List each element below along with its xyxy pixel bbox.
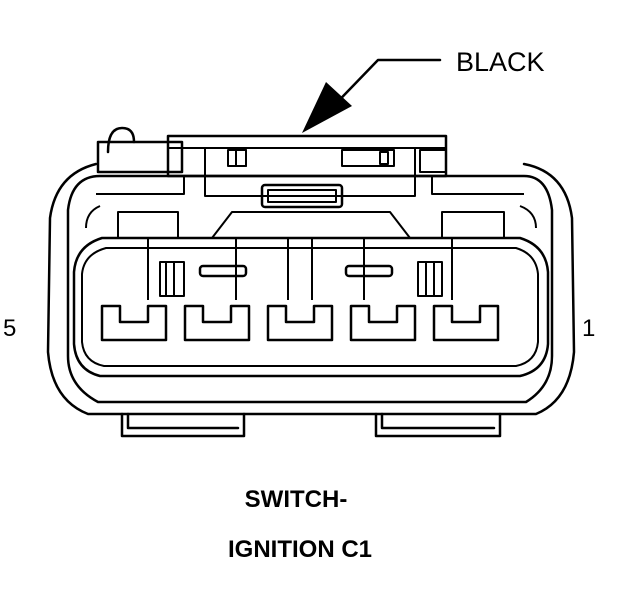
pin-label-left: 5 <box>3 315 16 342</box>
color-label: BLACK <box>456 47 545 77</box>
callout-arrowhead <box>302 82 352 133</box>
pin-label-right: 1 <box>582 315 595 342</box>
connector-latch <box>96 126 448 209</box>
connector-bottom-tabs <box>120 412 502 438</box>
connector-shell <box>46 162 576 416</box>
color-callout <box>302 58 442 133</box>
caption-line-2: IGNITION C1 <box>228 536 372 563</box>
connector-face <box>72 211 550 378</box>
caption-line-1: SWITCH- <box>245 486 348 513</box>
